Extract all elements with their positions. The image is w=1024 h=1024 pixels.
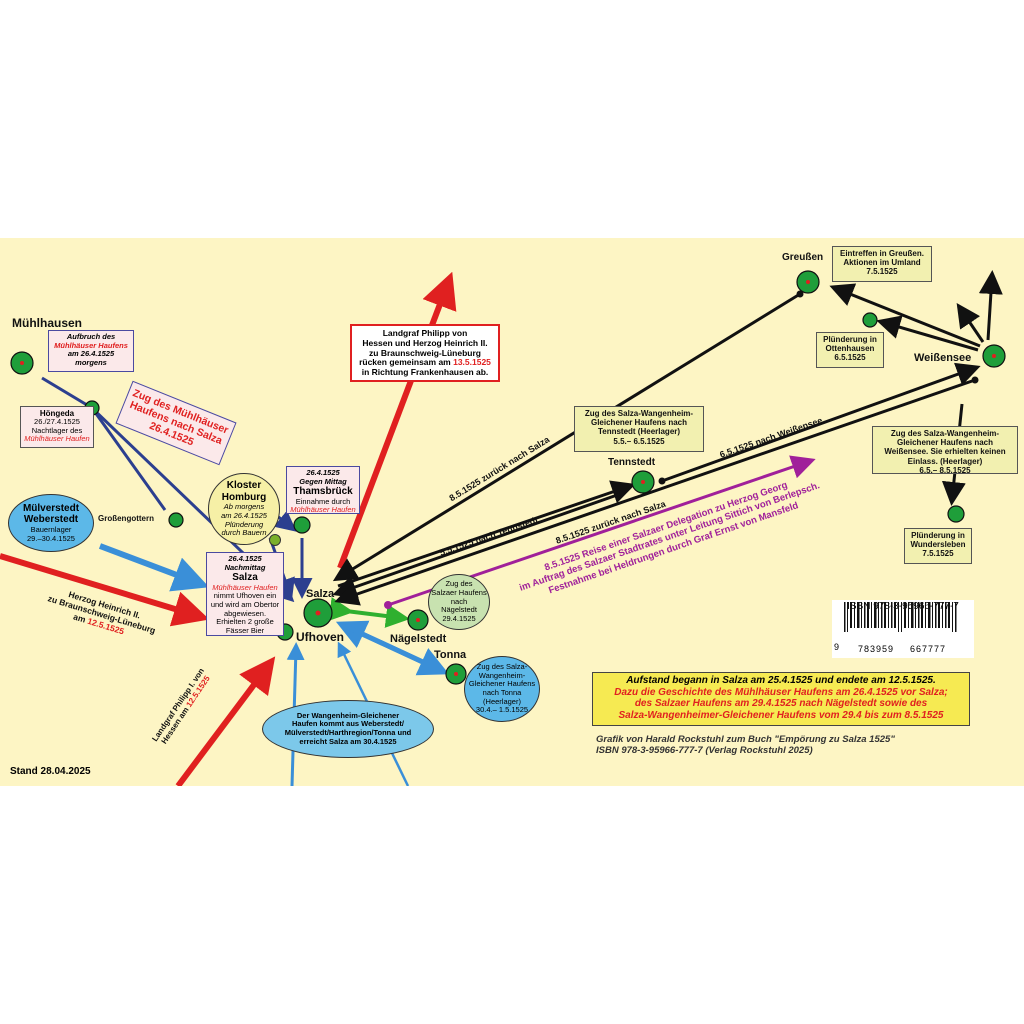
red-arrow-herzog-west: [0, 553, 210, 627]
label-ufhoven: Ufhoven: [296, 630, 344, 644]
isbn-text: ISBN 978-3-95966-777-7: [847, 601, 959, 612]
ellipse-muelverstedt: Mülverstedt Weberstedt Bauernlager 29.–3…: [8, 494, 94, 552]
ellipse-tonna: Zug des Salza- Wangenheim- Gleichener Ha…: [464, 656, 540, 722]
route-weissensee-ottenhausen: [876, 315, 979, 352]
isbn-barcode: ISBN 978-3-95966-777-7 9 783959 667777: [832, 600, 974, 658]
label-weissensee: Weißensee: [914, 352, 972, 364]
box-weissensee: Zug des Salza-Wangenheim- Gleichener Hau…: [872, 426, 1018, 475]
label-tennstedt: Tennstedt: [608, 457, 656, 468]
ellipse-wangenheim: Der Wangenheim-Gleichener Haufen kommt a…: [262, 700, 434, 758]
barcode-digits-1: 783959: [858, 644, 895, 654]
box-thamsbrueck: 26.4.1525 Gegen Mittag Thamsbrück Einnah…: [286, 466, 360, 514]
red-arrow-landgraf-south: [175, 656, 276, 786]
box-landgraf-herzog: Landgraf Philipp von Hessen und Herzog H…: [350, 324, 500, 382]
blue-arrow-muelverstedt: [98, 543, 210, 592]
kloster-marker: [269, 534, 281, 546]
route-salza-tennstedt: [337, 480, 636, 588]
route-tennstedt-salza: [332, 492, 621, 599]
route-weissensee-north: [978, 270, 1003, 341]
label-naegelstedt: Nägelstedt: [390, 633, 447, 645]
label-tonna: Tonna: [434, 649, 467, 661]
green-arrow-naegelstedt: [328, 597, 410, 628]
route-salza-greussen: [332, 292, 801, 582]
barcode-digit-first: 9: [834, 642, 840, 652]
label-grossengottern: Großengottern: [98, 514, 154, 523]
history-map: Mühlhausen Großengottern Salza Ufhoven N…: [0, 238, 1024, 786]
box-wundersleben: Plünderung in Wundersleben 7.5.1525: [904, 528, 972, 564]
box-aufbruch: Aufbruch des Mühlhäuser Haufens am 26.4.…: [48, 330, 134, 372]
route-tennstedt-weissensee: [661, 362, 981, 483]
box-hoengeda: Höngeda 26./27.4.1525 Nachtlager des Müh…: [20, 406, 94, 448]
box-greussen: Eintreffen in Greußen. Aktionen im Umlan…: [832, 246, 932, 282]
box-ottenhausen: Plünderung in Ottenhausen 6.5.1525: [816, 332, 884, 368]
stand-date: Stand 28.04.2025: [10, 766, 91, 777]
credit-text: Grafik von Harald Rockstuhl zum Buch "Em…: [596, 734, 895, 757]
box-tennstedt: Zug des Salza-Wangenheim- Gleichener Hau…: [574, 406, 704, 452]
barcode-bars: [844, 602, 957, 632]
ellipse-naegelstedt: Zug des Salzaer Haufens nach Nägelstedt …: [428, 574, 490, 630]
label-muehlhausen: Mühlhausen: [12, 316, 83, 330]
blue-line-tonna-out: [343, 623, 450, 676]
route-weissensee-salza: [334, 378, 976, 606]
box-salza-muehlhaeuser: 26.4.1525 Nachmittag Salza Mühlhäuser Ha…: [206, 552, 284, 636]
ellipse-kloster-homburg: Kloster Homburg Ab morgens am 26.4.1525 …: [208, 473, 280, 545]
label-greussen: Greußen: [782, 252, 824, 263]
barcode-digits-2: 667777: [910, 644, 947, 654]
label-salza: Salza: [306, 588, 335, 600]
route-weissensee-greussen: [829, 283, 981, 348]
route-weissensee-northwest: [956, 303, 985, 343]
box-summary: Aufstand begann in Salza am 25.4.1525 un…: [592, 672, 970, 726]
